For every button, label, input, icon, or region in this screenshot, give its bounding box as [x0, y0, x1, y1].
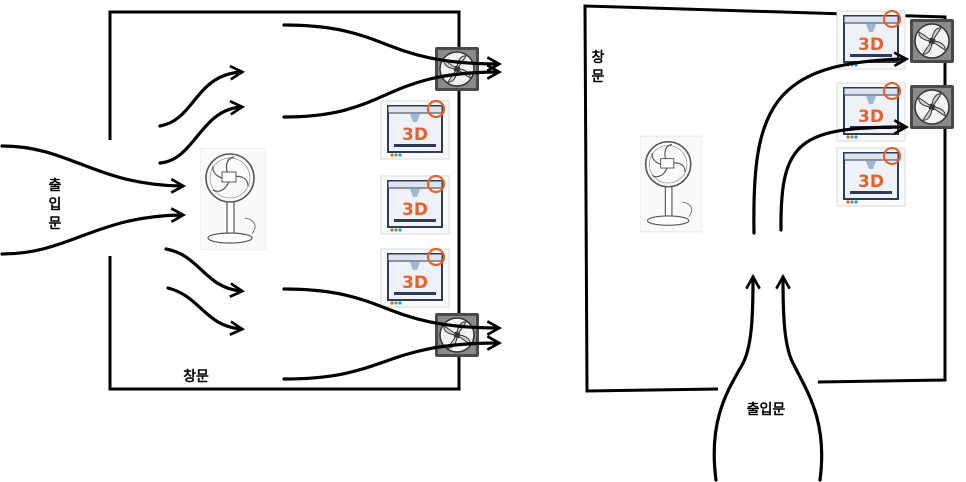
right-room-wall — [583, 4, 947, 393]
right-window-label: 창 문 — [592, 49, 605, 85]
left-airflow-arrows — [0, 23, 498, 381]
3d-printer-icon — [836, 82, 906, 142]
right-entrance-label: 출입문 — [747, 401, 786, 418]
left-entrance-label: 출 입 문 — [49, 177, 62, 232]
3d-printer-icon — [380, 99, 450, 161]
right-room: 창 문 출입문 — [583, 4, 954, 482]
left-window-label: 창문 — [183, 368, 209, 385]
left-room: 출 입 문 창문 — [0, 10, 498, 391]
exhaust-fan-icon — [435, 47, 479, 91]
exhaust-fan-icon — [910, 18, 954, 64]
left-entrance-char-3: 문 — [49, 216, 62, 232]
left-room-wall — [108, 10, 461, 391]
exhaust-fan-icon — [435, 313, 479, 357]
right-window-char-1: 창 — [592, 49, 605, 66]
right-airflow-arrows — [712, 59, 905, 482]
standing-fan-icon — [200, 148, 266, 250]
3d-printer-icon — [380, 247, 450, 309]
3d-printer-icon — [380, 174, 450, 236]
exhaust-fan-icon — [910, 84, 954, 130]
left-entrance-char-1: 출 — [49, 177, 62, 194]
left-entrance-char-2: 입 — [49, 197, 62, 213]
right-window-char-2: 문 — [592, 69, 605, 85]
standing-fan-icon — [640, 135, 702, 233]
3d-printer-icon — [836, 147, 906, 207]
